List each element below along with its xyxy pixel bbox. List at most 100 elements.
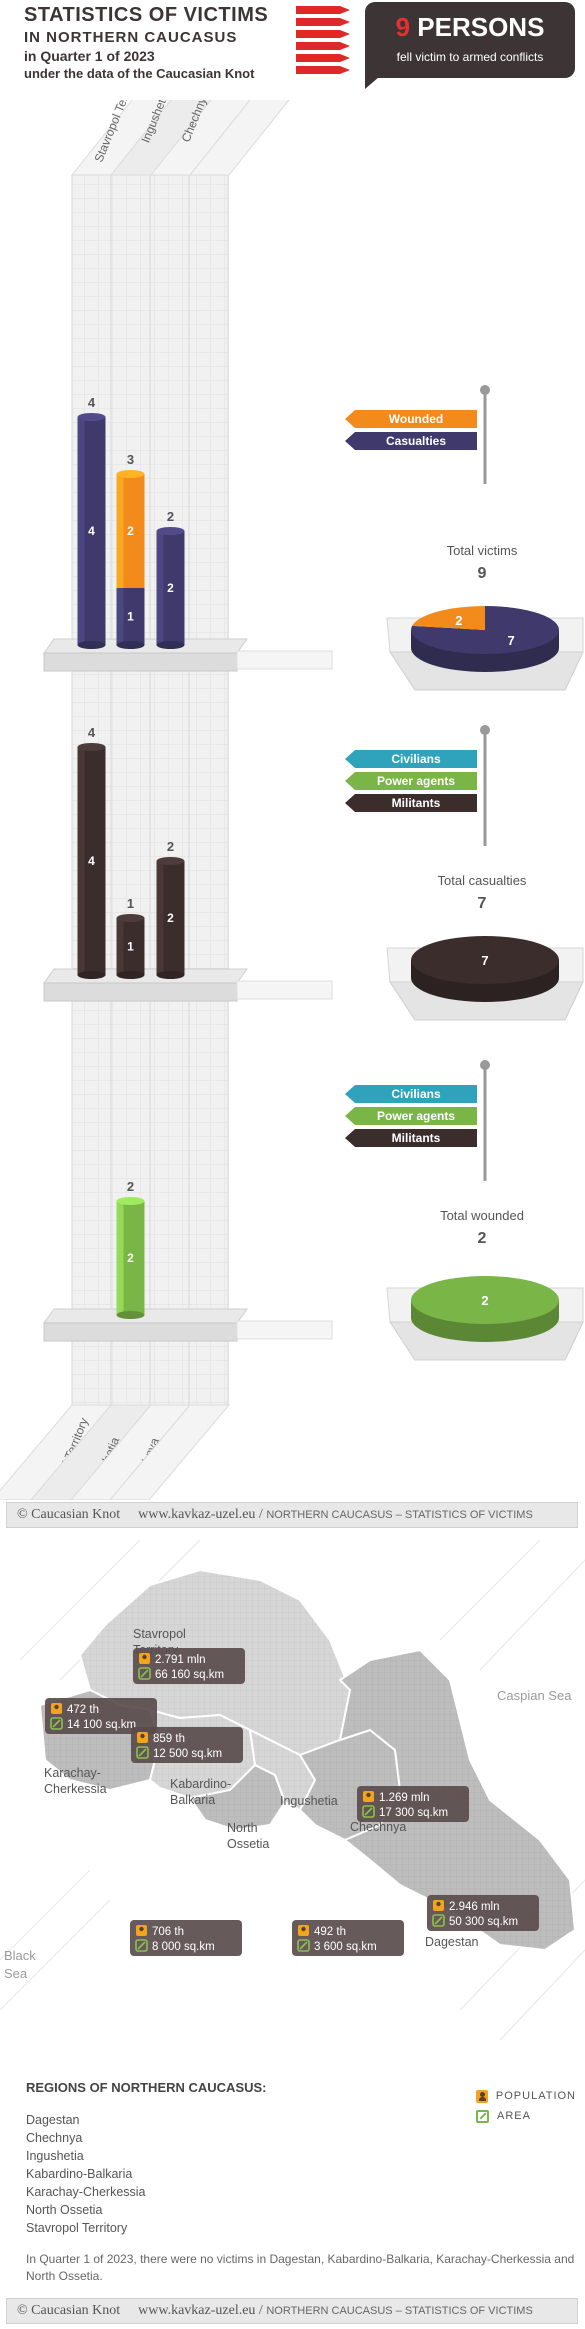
title-line-2: IN NORTHERN CAUCASUS xyxy=(24,29,238,46)
legend-flag xyxy=(345,410,477,428)
map-population-value: 2.791 mln xyxy=(155,1654,206,1666)
header: STATISTICS OF VICTIMS IN NORTHERN CAUCAS… xyxy=(24,4,564,94)
pie-slice xyxy=(411,936,559,984)
map-population-value: 706 th xyxy=(152,1926,184,1938)
legend-label: Militants xyxy=(392,1131,441,1145)
shelf-connector xyxy=(236,650,333,670)
map-info-box xyxy=(130,1920,242,1956)
bar-bottom xyxy=(77,641,106,649)
footer-site-link[interactable]: www.kavkaz-uzel.eu / xyxy=(138,1507,263,1522)
region-map: Caspian SeaBlackSeaStavropolTerritory2.7… xyxy=(0,1540,585,2041)
bar-bottom xyxy=(116,641,145,649)
area-icon-arrow xyxy=(52,1719,61,1728)
bar-cap xyxy=(156,857,185,865)
legend-flag xyxy=(345,750,477,768)
population-icon-head xyxy=(436,1901,441,1907)
caspian-sea-label: Caspian Sea xyxy=(497,1688,572,1703)
population-icon-head xyxy=(140,1733,145,1739)
area-icon xyxy=(476,2109,489,2123)
map-region-name: Kabardino- xyxy=(170,1777,231,1791)
column-footer-band xyxy=(30,1404,153,1500)
bar-total-label: 2 xyxy=(127,1179,134,1194)
bar-value-label: 2 xyxy=(167,911,174,925)
column-footer-band xyxy=(109,1404,231,1500)
map-info-box xyxy=(131,1727,243,1763)
bar-cap xyxy=(116,470,145,478)
population-icon-head xyxy=(142,1654,147,1660)
bar-highlight xyxy=(77,747,85,975)
map-region-name: Ingushetia xyxy=(280,1794,338,1808)
map-region-name: North xyxy=(227,1821,258,1835)
footer-bar-top: © Caucasian Knot www.kavkaz-uzel.eu / NO… xyxy=(6,1502,578,1528)
title-line-1: STATISTICS OF VICTIMS xyxy=(24,4,269,26)
bar-total-label: 2 xyxy=(167,509,174,524)
title-line-3: in Quarter 1 of 2023 xyxy=(24,48,155,64)
footer-brand: © Caucasian Knot xyxy=(17,1507,121,1522)
bar-total-label: 4 xyxy=(88,395,96,410)
bar-highlight xyxy=(156,531,164,645)
column-footer-band xyxy=(0,1404,113,1500)
map-info-box xyxy=(427,1895,539,1931)
map-area-value: 12 500 sq.km xyxy=(153,1748,222,1760)
summary-total: 2 xyxy=(478,1230,487,1247)
footer-site-link[interactable]: www.kavkaz-uzel.eu / xyxy=(138,2303,263,2318)
chart-shelf-front xyxy=(43,1322,238,1342)
shelf-connector xyxy=(236,980,333,1000)
area-icon-arrow xyxy=(140,1669,149,1678)
chart-shelf xyxy=(43,968,248,984)
column-header-band xyxy=(188,100,290,176)
bar-total-label: 2 xyxy=(167,839,174,854)
pie-slice-label: 7 xyxy=(481,953,488,968)
legend-label: Casualties xyxy=(386,434,446,448)
area-icon-arrow xyxy=(299,1941,308,1950)
bar-cap xyxy=(116,1197,145,1205)
pie-slice-label: 2 xyxy=(455,613,462,628)
map-region-name: Karachay- xyxy=(44,1766,101,1780)
map-info-box xyxy=(45,1698,157,1734)
map-population-value: 492 th xyxy=(314,1926,346,1938)
victims-chart: Stavropol TerritoryIngushetiaChechnyaSta… xyxy=(0,100,584,1500)
bar-total-label: 4 xyxy=(88,725,96,740)
bar-cap xyxy=(77,413,106,421)
bar-bottom xyxy=(116,971,145,979)
summary-title: Total wounded xyxy=(440,1208,524,1223)
map-info-box xyxy=(357,1786,469,1822)
map-region-name: Stavropol xyxy=(133,1627,186,1641)
region-list-item: Dagestan xyxy=(26,2113,80,2127)
footer-brand: © Caucasian Knot xyxy=(17,2303,121,2318)
area-icon xyxy=(136,1746,149,1759)
bar-cap xyxy=(77,743,106,751)
legend-flag xyxy=(345,772,477,790)
badge-tail xyxy=(365,77,379,89)
legend-pole-knob xyxy=(480,1060,490,1070)
region-list-item: Chechnya xyxy=(26,2131,83,2145)
badge-subtitle: fell victim to armed conflicts xyxy=(396,50,544,64)
area-icon-arrow xyxy=(137,1941,146,1950)
title-line-4: under the data of the Caucasian Knot xyxy=(24,66,255,81)
map-area-value: 14 100 sq.km xyxy=(67,1719,136,1731)
bar-value-label: 2 xyxy=(127,1251,134,1265)
pie-slice-label: 7 xyxy=(508,633,515,648)
bar-highlight xyxy=(116,918,124,975)
bar-value-label: 4 xyxy=(88,854,95,868)
population-icon-head xyxy=(139,1926,144,1932)
bar-bottom xyxy=(156,641,185,649)
pie-slice xyxy=(412,606,485,630)
legend-flag xyxy=(345,432,477,450)
legend-pole-knob xyxy=(480,385,490,395)
regions-title: REGIONS OF NORTHERN CAUCASUS: xyxy=(26,2080,267,2095)
bar-total-label: 3 xyxy=(127,452,134,467)
bullets-icon xyxy=(296,6,350,74)
column-footer-band xyxy=(70,1404,192,1500)
region-list-item: Ingushetia xyxy=(26,2149,84,2163)
chart-shelf xyxy=(43,1308,248,1324)
map-info-box xyxy=(292,1920,404,1956)
area-icon xyxy=(297,1939,310,1952)
bar-highlight xyxy=(116,474,124,588)
map-population-value: 1.269 mln xyxy=(379,1792,430,1804)
bar-highlight xyxy=(116,588,124,645)
map-info-box xyxy=(133,1648,245,1684)
map-region-name: Chechnya xyxy=(350,1820,406,1834)
